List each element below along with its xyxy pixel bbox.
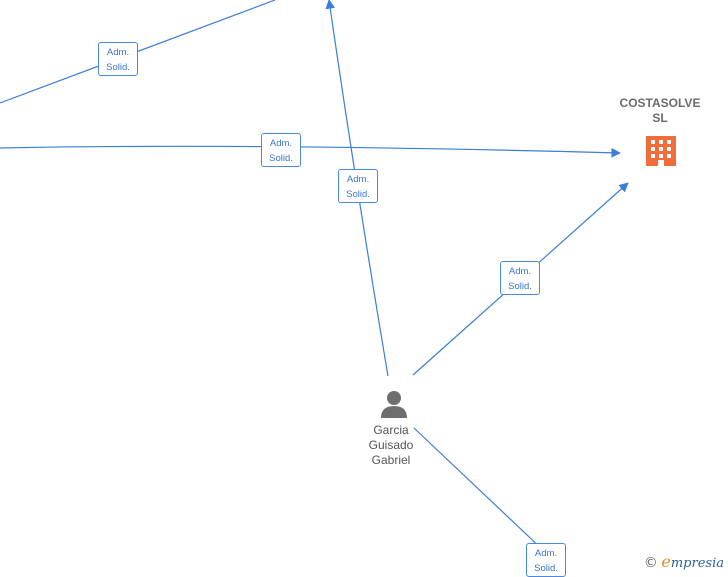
edge-label-top-left[interactable]: Adm. Solid. [98, 42, 138, 76]
edge-label-role-detail: Solid. [534, 563, 558, 574]
brand-initial: e [661, 552, 671, 571]
edge-label-person-up[interactable]: Adm. Solid. [338, 169, 378, 203]
edge-label-person-company[interactable]: Adm. Solid. [500, 261, 540, 295]
edge-label-role: Adm. [534, 548, 558, 559]
edge-label-role: Adm. [346, 174, 370, 185]
person-name-line1: Garcia [373, 423, 409, 437]
edge-line-to-company-left [0, 145, 621, 158]
edge-line-person-down [413, 427, 546, 553]
person-name[interactable]: Garcia Guisado Gabriel [351, 423, 431, 468]
edge-label-role-detail: Solid. [106, 62, 130, 73]
edge-label-role: Adm. [106, 47, 130, 58]
company-name-line1: COSTASOLVE [619, 96, 701, 110]
person-name-line2: Guisado [368, 438, 414, 452]
edge-label-role: Adm. [269, 138, 293, 149]
person-name-line3: Gabriel [371, 453, 411, 467]
edge-label-person-down[interactable]: Adm. Solid. [526, 543, 566, 577]
edge-label-role-detail: Solid. [269, 153, 293, 164]
empresia-watermark: © empresia [644, 552, 724, 571]
company-name-line2: SL [652, 111, 668, 125]
company-name[interactable]: COSTASOLVE SL [605, 96, 715, 126]
edge-label-role: Adm. [508, 266, 532, 277]
brand-rest: mpresia [670, 556, 724, 571]
edge-label-role-detail: Solid. [508, 281, 532, 292]
edge-label-role-detail: Solid. [346, 189, 370, 200]
edge-label-to-company[interactable]: Adm. Solid. [261, 133, 301, 167]
person-icon[interactable] [379, 389, 409, 419]
building-icon[interactable] [644, 134, 678, 168]
copyright-icon: © [643, 555, 658, 571]
